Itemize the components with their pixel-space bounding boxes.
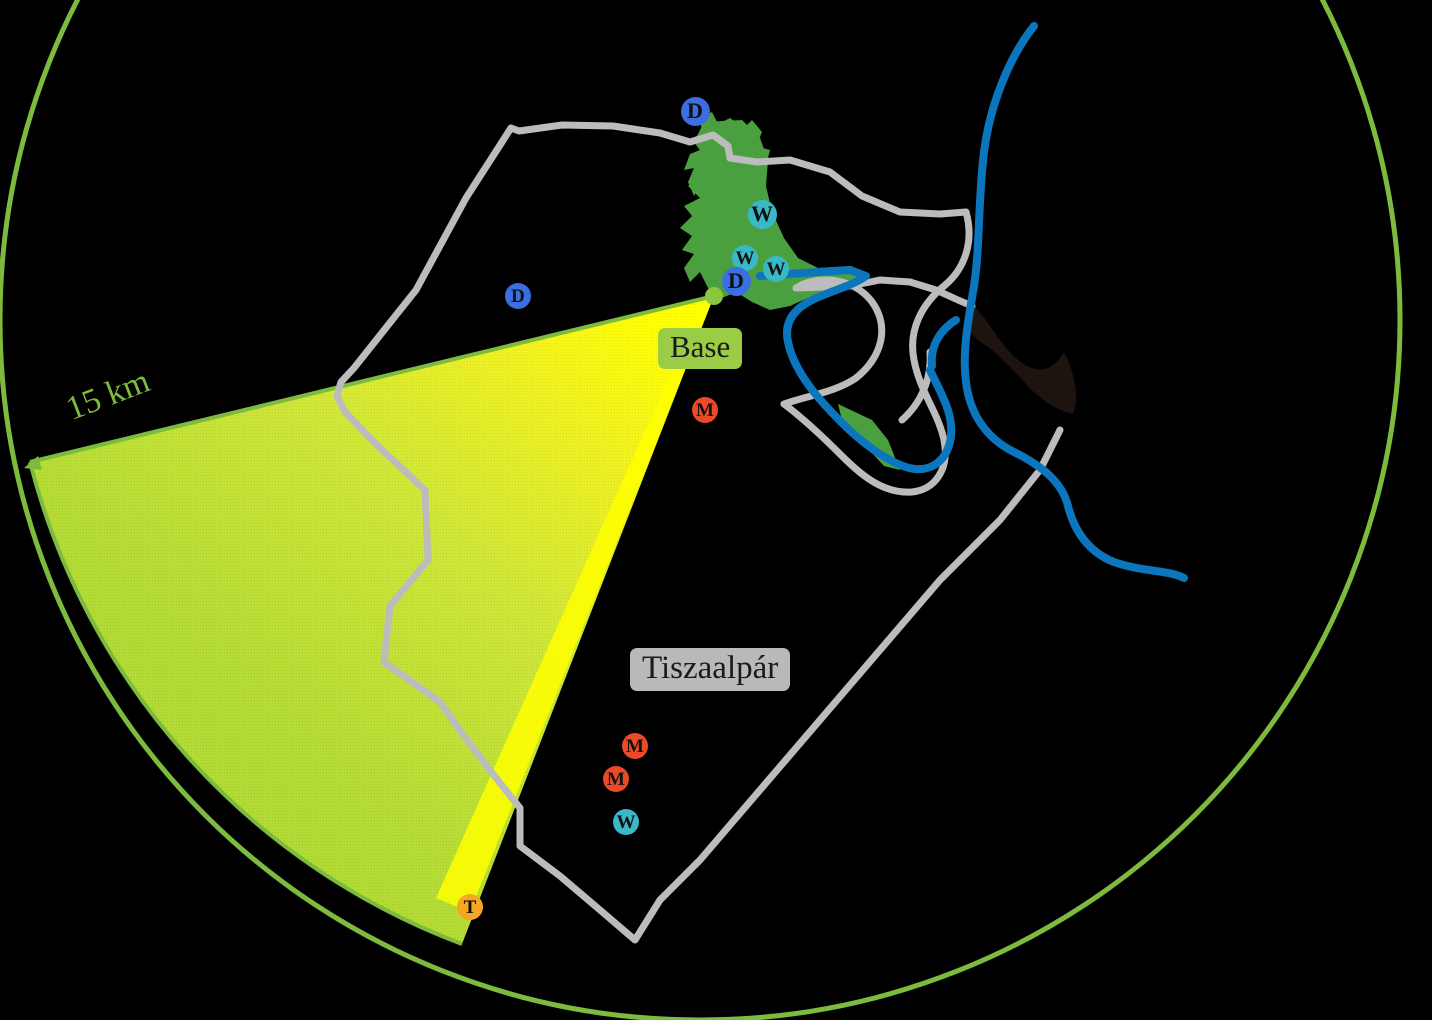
map-marker-m-town-upper[interactable]: M (622, 733, 648, 759)
map-marker-m-base[interactable]: M (692, 397, 718, 423)
map-marker-m-town-lower[interactable]: M (603, 766, 629, 792)
dark-landcover-patch (967, 305, 1077, 414)
base-label: Base (658, 328, 743, 369)
map-marker-w-town[interactable]: W (613, 809, 639, 835)
map-marker-w-upper[interactable]: W (747, 199, 777, 229)
map-marker-d-west[interactable]: D (505, 283, 531, 309)
map-marker-d-river[interactable]: D (721, 266, 751, 296)
range-circle (0, 0, 1403, 1020)
river-network (756, 22, 1188, 582)
base-location-point[interactable] (705, 287, 723, 305)
radius-arrow-head (24, 456, 42, 470)
map-marker-w-right[interactable]: W (763, 256, 789, 282)
map-marker-t-south[interactable]: T (457, 894, 483, 920)
town-label: Tiszaalpár (630, 648, 791, 691)
admin-boundary (333, 121, 1064, 944)
dispersion-wedge (28, 294, 715, 946)
map-marker-d-north[interactable]: D (680, 96, 710, 126)
